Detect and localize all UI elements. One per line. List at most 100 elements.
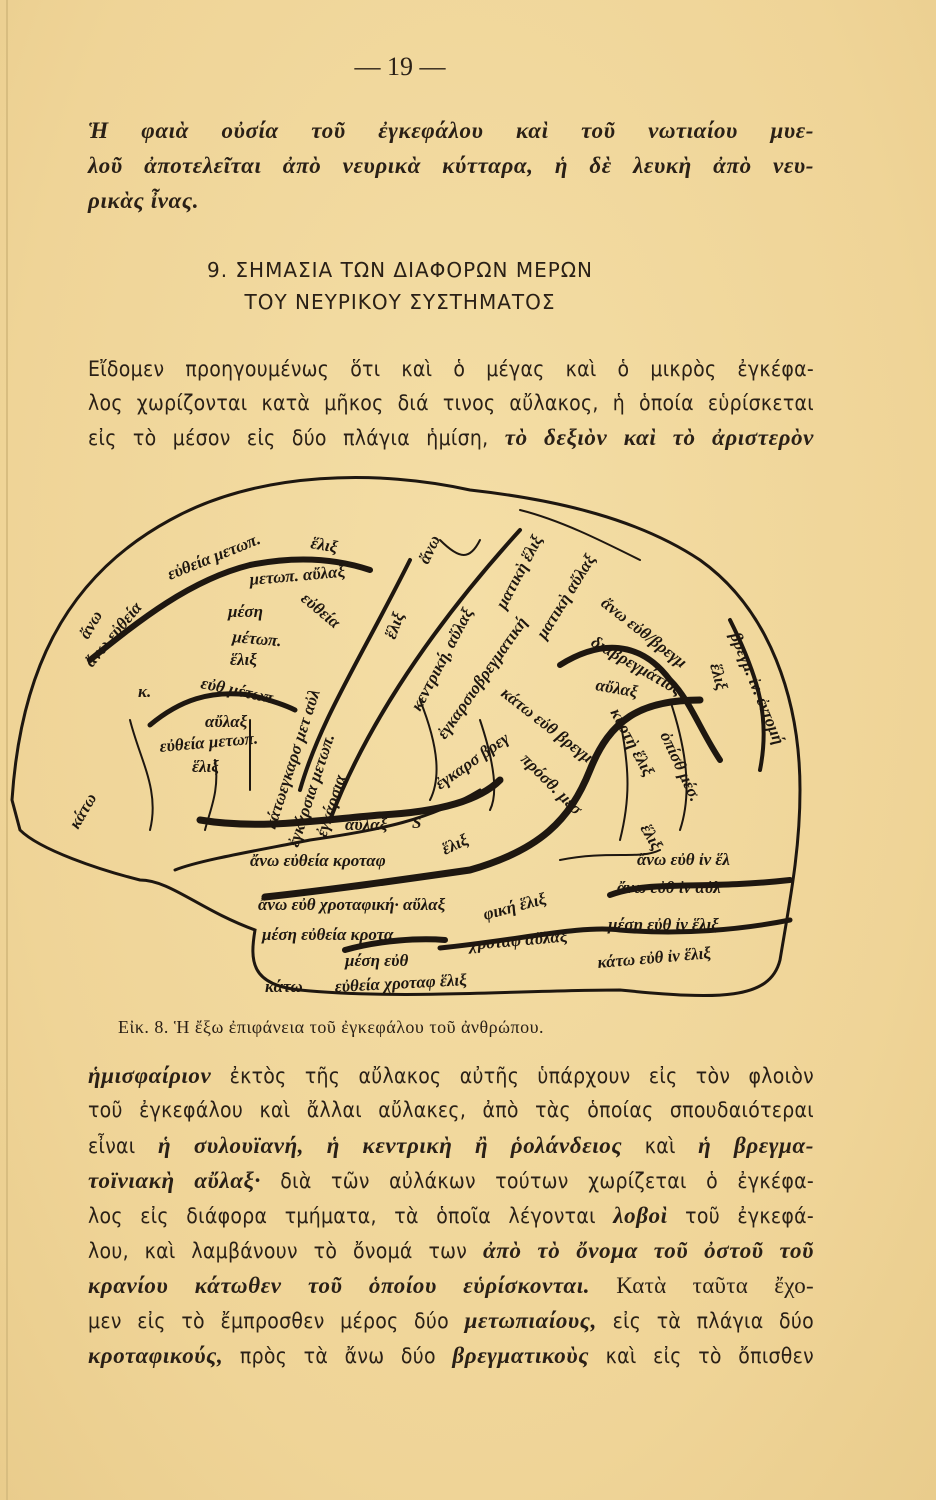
text-segment: πρὸς τὰ ἄνω δύο [223,1344,453,1368]
emphasized-text: τὸ δεξιὸν καὶ τὸ ἀριστερὸν [504,425,814,450]
emphasized-text: ἀπὸ τὸ ὄνομα τοῦ ὀστοῦ τοῦ [482,1238,814,1263]
text-segment: λος χωρίζονται κατὰ μῆκος διά τινος αὔλα… [88,391,814,415]
emphasized-text: κρανίου κάτωθεν τοῦ ὁποίου εὑρίσκονται. [88,1273,591,1298]
emphasized-text: ἡ βρεγμα- [698,1133,814,1158]
frontal-sulcus-upper [87,556,373,663]
text-line: λοῦ ἀποτελεῖται ἀπὸ νευρικὰ κύτταρα, ἡ δ… [88,153,814,179]
text-line: ρικὰς ἶνας. [88,188,814,214]
text-segment: ἐκτὸς τῆς αὔλακος αὐτῆς ὑπάρχουν εἰς τὸν… [211,1064,814,1088]
text-segment: εἰς τὸ μέσον εἰς δύο πλάγια ἡμίση, [88,426,505,450]
figure-label: ἄνω [414,532,444,567]
text-segment: εἰς τὰ πλάγια δύο [597,1309,814,1333]
emphasized-text: λοῦ ἀποτελεῖται ἀπὸ νευρικὰ κύτταρα, ἡ δ… [88,153,814,178]
text-segment: λου, καὶ λαμβάνουν τὸ ὄνομά των [88,1239,483,1263]
text-line: Εἴδομεν προηγουμένως ὅτι καὶ ὁ μέγας καὶ… [88,357,814,381]
text-segment: εἶναι [88,1134,159,1158]
figure-label: ματικὴ αὔλαξ [532,550,600,643]
brain-outline [10,476,802,998]
figure-label: πρόσθ. μέσ [517,749,587,819]
middle-temporal-sulcus [342,936,448,953]
figure-label: ἕλιξ [381,609,408,641]
text-line: τοῦ ἐγκεφάλου καὶ ἄλλαι αὔλακες, ἀπὸ τὰς… [88,1098,814,1122]
text-line: κροταφικούς, πρὸς τὰ ἄνω δύο βρεγματικοὺ… [88,1343,814,1369]
emphasized-text: ἡ συλουϊανή, ἡ κεντρικὴ ἢ ῥολάνδειος [158,1133,623,1158]
figure-label: ἄνω εὐθ ἰν αὐλ [617,878,721,897]
figure-label: βρεγμ. ἰν. ἐντομή [726,628,789,747]
figure-label: ἄνω εὐθ ἰν ἕλ [637,850,730,869]
figure-label: κάτω εὐθ βρεγμ [498,683,597,766]
text-line: μεν εἰς τὸ ἔμπροσθεν μέρος δύο μετωπιαίο… [88,1308,814,1334]
section-heading-line-2: ΤΟΥ ΝΕΥΡΙΚΟΥ ΣΥΣΤΗΜΑΤΟΣ [244,290,556,314]
figure-label: χροταφ αὔλαξ [467,926,569,954]
text-segment: καὶ [622,1134,699,1158]
text-segment: διὰ τῶν αὐλάκων τούτων χωρίζεται ὁ ἐγκέφ… [260,1169,814,1193]
parieto-occipital-sulcus [728,618,766,772]
intraparietal-sulcus [557,644,723,763]
emphasized-text: λοβοὶ [613,1203,668,1228]
inferior-temporal-sulcus [437,917,793,951]
figure-label: εὐθεία χροταφ ἕλιξ [334,970,467,996]
text-line: Ἡ φαιὰ οὐσία τοῦ ἐγκεφάλου καὶ τοῦ νωτια… [88,118,814,144]
figure-label: μέση εὐθ [344,951,408,970]
text-line: εἰς τὸ μέσον εἰς δύο πλάγια ἡμίση, τὸ δε… [88,425,814,451]
occipital-sulcus [607,877,793,898]
text-segment: Εἴδομεν προηγουμένως ὅτι καὶ ὁ μέγας καὶ… [88,357,814,381]
figure-label: εὐθ μέτωπ. [199,673,279,708]
text-segment: τοῦ ἐγκεφάλου καὶ ἄλλαι αὔλακες, ἀπὸ τὰς… [88,1098,814,1122]
figure-caption: Εἰκ. 8. Ἡ ἔξω ἐπιφάνεια τοῦ ἐγκεφάλου το… [118,1017,544,1037]
figure-label: κάτω εὐθ ἰν ἕλιξ [597,943,712,972]
figure-label: ἕλιξ [439,830,472,859]
figure-label: ἕλιξ [230,650,257,669]
text-line: ἡμισφαίριον ἐκτὸς τῆς αὔλακος αὐτῆς ὑπάρ… [88,1063,814,1089]
figure-label: ἕλιξ [192,757,219,776]
text-line: κρανίου κάτωθεν τοῦ ὁποίου εὑρίσκονται. … [88,1273,814,1299]
text-line: λου, καὶ λαμβάνουν τὸ ὄνομά των ἀπὸ τὸ ὄ… [88,1238,814,1264]
figure-label: μέση εὐθ ἰν ἕλιξ [607,915,719,934]
emphasized-text: βρεγματικοὺς [452,1343,590,1368]
figure-label: μέση [227,602,263,621]
superior-temporal-sulcus [261,696,704,901]
text-segment: τοῦ ἐγκεφά- [667,1204,814,1228]
emphasized-text: Ἡ φαιὰ οὐσία τοῦ ἐγκεφάλου καὶ τοῦ νωτια… [88,118,814,143]
minor-sulci [129,509,688,861]
figure-label: αὔλαξ [345,815,388,834]
figure-label: μέση εὐθεία κροτα [261,925,394,944]
figure-label: ἕλιξ [309,533,339,556]
figure-label: ἄνω εὐθ χροταφική· αὔλαξ [258,895,446,914]
figure-label: ἕλιξ [637,821,667,854]
emphasized-text: ἡμισφαίριον [88,1063,212,1088]
page-number: — 19 — [354,52,446,81]
figure-label: κάτω [265,977,303,996]
emphasized-text: ρικὰς ἶνας. [88,188,200,213]
text-segment: λος εἰς διάφορα τμήματα, τὰ ὁποῖα λέγοντ… [88,1204,614,1228]
text-line: εἶναι ἡ συλουϊανή, ἡ κεντρικὴ ἢ ῥολάνδει… [88,1133,814,1159]
text-segment: μεν εἰς τὸ ἔμπροσθεν μέρος δύο [88,1309,465,1333]
figure-label: φική ἕλιξ [481,889,548,924]
text-segment: Κατὰ ταῦτα ἔχο- [590,1273,815,1298]
emphasized-text: μετωπιαίους, [464,1308,598,1333]
sylvian-fissure [196,776,504,828]
figure-label: αὔλαξ [594,675,639,701]
text-line: λος εἰς διάφορα τμήματα, τὰ ὁποῖα λέγοντ… [88,1203,814,1229]
section-heading-line-1: 9. ΣΗΜΑΣΙΑ ΤΩΝ ΔΙΑΦΟΡΩΝ ΜΕΡΩΝ [206,258,594,282]
page-edge [6,0,8,1500]
figure-label: εὐθεία [297,589,344,633]
text-line: τοϊνιακὴ αὔλαξ· διὰ τῶν αὐλάκων τούτων χ… [88,1168,814,1194]
central-sulcus [328,528,522,822]
figure-label: κ. [138,682,151,701]
figure-label: αὔλαξ [205,712,248,731]
precentral-sulcus [298,558,412,792]
figure-label: ματικὴ ἕλιξ [491,531,546,612]
figure-label: ἄνω εὐθεία κροταφ [250,851,386,870]
emphasized-text: τοϊνιακὴ αὔλαξ· [88,1168,261,1193]
figure-label: μέτωπ. [231,627,283,650]
figure-label: S [412,813,421,832]
emphasized-text: κροταφικούς, [88,1343,224,1368]
text-segment: καὶ εἰς τὸ ὄπισθεν [589,1344,814,1368]
figure-label: εὐθεία μετωπ. [159,728,259,756]
frontal-sulcus-lower [147,691,298,728]
figure-label: κάτω [65,790,100,832]
figure-label: ἕλιξ [706,661,731,692]
